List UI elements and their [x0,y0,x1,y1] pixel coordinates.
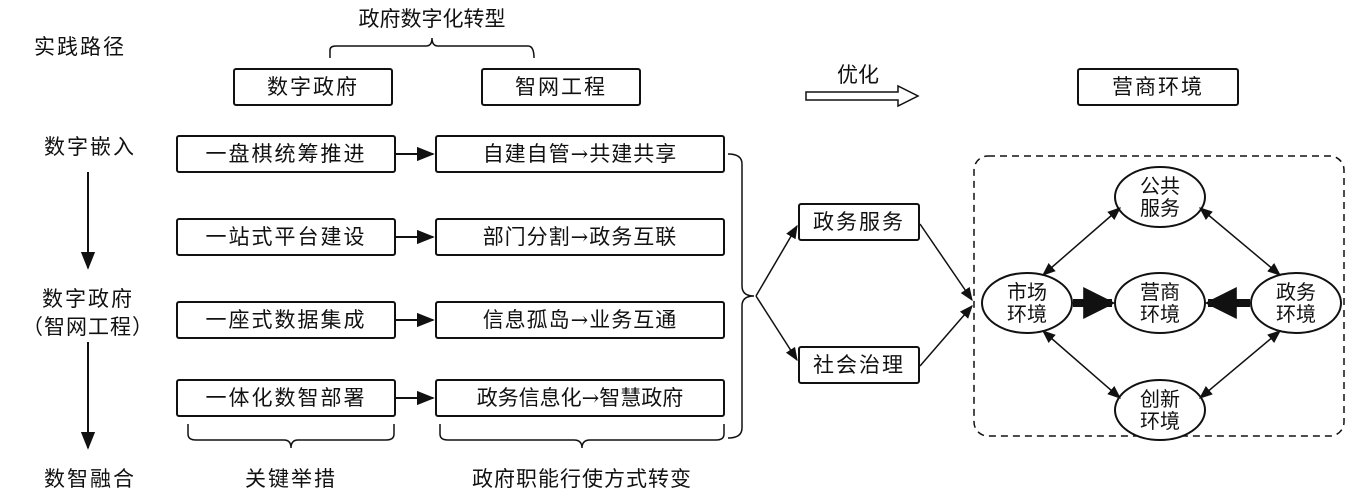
oval-gov-env-text: 政务 环境 [1276,280,1316,326]
measure-box-2: 一站式平台建设 [176,218,396,256]
oval-market-env [981,272,1073,334]
link-innovation-gov [1198,330,1282,399]
oval-gov-env [1250,272,1342,334]
governance-to-market-arrow [919,304,973,367]
optimize-arrow [805,84,920,108]
stage-embed: 数字嵌入 [44,135,136,159]
title-brace [329,37,535,59]
business-env-header-box: 营商环境 [1077,68,1239,106]
link-market-public [1041,207,1122,276]
measures-label: 关键举措 [245,467,337,491]
oval-innovation-env [1114,379,1206,441]
digital-gov-box: 数字政府 [233,68,393,106]
gov-service-box: 政务服务 [798,203,920,241]
smart-net-box: 智网工程 [481,68,641,106]
social-governance-box: 社会治理 [798,346,920,384]
optimize-label: 优化 [837,63,879,87]
measure-box-3: 一座式数据集成 [176,301,396,339]
measure-box-4: 一体化数智部署 [176,379,396,417]
measures-brace [187,424,395,449]
oval-market-env-text: 市场 环境 [1007,280,1047,326]
change-brace [439,424,725,449]
path-label: 实践路径 [34,35,126,59]
oval-business-env-text: 营商 环境 [1140,280,1180,326]
stage-fusion: 数智融合 [44,467,136,491]
transform-brace [727,153,755,439]
oval-innovation-env-text: 创新 环境 [1140,387,1180,433]
brace-to-governance-arrow [755,295,798,362]
diagram-title: 政府数字化转型 [358,7,506,31]
transform-box-1: 自建自管→共建共享 [435,135,725,173]
change-label: 政府职能行使方式转变 [472,467,692,491]
link-public-gov [1198,207,1282,276]
transform-box-3: 信息孤岛→业务互通 [435,301,725,339]
oval-public-service-text: 公共 服务 [1140,174,1180,220]
transform-box-4: 政务信息化→智慧政府 [435,379,725,417]
transform-box-2: 部门分割→政务互联 [435,218,725,256]
stage-gov-line1: 数字政府 [42,287,134,311]
brace-to-service-arrow [755,224,798,297]
service-to-market-arrow [919,223,973,302]
link-market-innovation [1041,330,1122,399]
measure-box-1: 一盘棋统筹推进 [176,135,396,173]
stage-gov-line2: （智网工程） [22,315,154,339]
oval-public-service [1114,166,1206,228]
